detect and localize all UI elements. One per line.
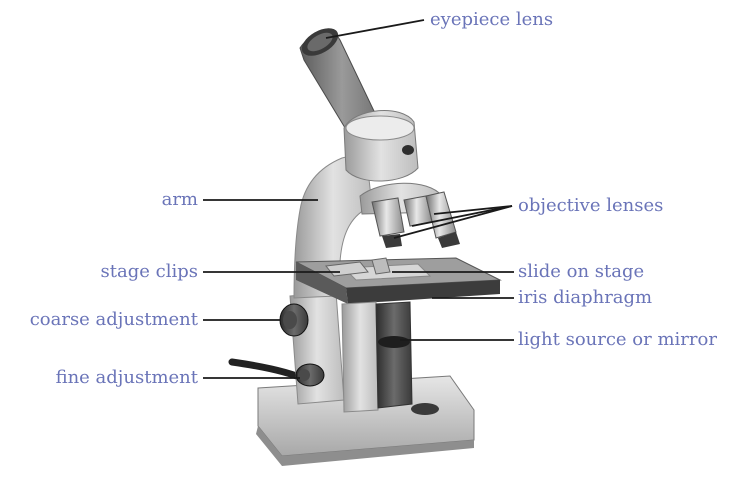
label-iris-diaphragm: iris diaphragm: [518, 287, 652, 309]
leader-eyepiece: [326, 20, 424, 38]
microscope-head: [344, 111, 418, 182]
label-stage-clips: stage clips: [101, 261, 198, 283]
label-light-source: light source or mirror: [518, 329, 717, 351]
label-arm: arm: [162, 189, 198, 211]
substage-column: [342, 302, 412, 412]
label-objective-lenses: objective lenses: [518, 195, 663, 217]
fine-knob: [296, 364, 324, 386]
label-coarse-adjustment: coarse adjustment: [30, 309, 198, 331]
objective-turret: [360, 183, 460, 248]
label-eyepiece-lens: eyepiece lens: [430, 9, 553, 31]
label-fine-adjustment: fine adjustment: [56, 367, 198, 389]
label-slide-on-stage: slide on stage: [518, 261, 644, 283]
coarse-knob: [280, 304, 308, 336]
